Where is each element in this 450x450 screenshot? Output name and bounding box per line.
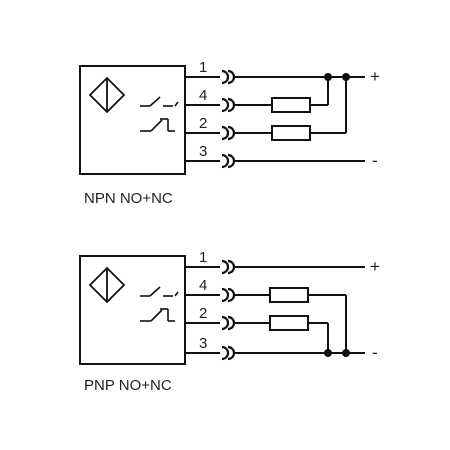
junction-dot <box>342 349 350 357</box>
positive-terminal-label: + <box>370 67 380 86</box>
no-switch-icon <box>140 96 179 107</box>
npn-caption: NPN NO+NC <box>84 190 173 207</box>
pin-label: 4 <box>199 87 207 104</box>
sensor-symbol-icon <box>88 76 126 114</box>
npn-diagram <box>79 65 365 175</box>
connector-icon <box>221 259 236 361</box>
load-resistor <box>271 97 311 113</box>
negative-terminal-label: - <box>372 151 378 170</box>
sensor-symbol-icon <box>88 266 126 304</box>
load-resistor <box>269 315 309 331</box>
pin-label: 3 <box>199 143 207 160</box>
no-switch-icon <box>140 286 179 297</box>
npn-pin-labels: 1 4 2 3 <box>199 59 207 160</box>
nc-switch-icon <box>140 118 175 132</box>
negative-terminal-label: - <box>372 343 378 362</box>
positive-terminal-label: + <box>370 257 380 276</box>
pnp-caption: PNP NO+NC <box>84 377 172 394</box>
nc-switch-icon <box>140 308 175 322</box>
pin-label: 2 <box>199 305 207 322</box>
pin-label: 2 <box>199 115 207 132</box>
pin-label: 4 <box>199 277 207 294</box>
load-resistor <box>271 125 311 141</box>
junction-dot <box>342 73 350 81</box>
junction-dot <box>324 349 332 357</box>
load-resistor <box>269 287 309 303</box>
pin-label: 1 <box>199 59 207 76</box>
pin-label: 3 <box>199 335 207 352</box>
junction-dot <box>324 73 332 81</box>
connector-icon <box>221 69 236 169</box>
pnp-pin-labels: 1 4 2 3 <box>199 249 207 352</box>
sensor-body <box>79 65 186 175</box>
sensor-body <box>79 255 186 365</box>
pin-label: 1 <box>199 249 207 266</box>
pnp-diagram <box>79 255 365 365</box>
